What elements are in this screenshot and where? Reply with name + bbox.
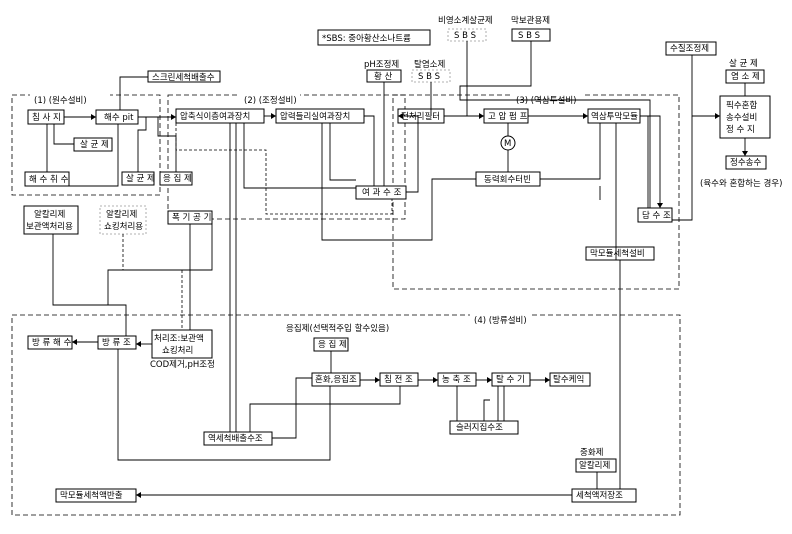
dewatered-cake-box	[549, 372, 591, 387]
mixing-label-1: 픽수혼합	[726, 100, 757, 111]
mixing-label-3: 정 수 지	[726, 124, 755, 135]
backwash-tank-box	[203, 431, 273, 446]
wash-storage-label: 세척액저장조	[576, 490, 623, 501]
discharge-sea-box	[27, 335, 73, 350]
hp-pump-label: 고 압 펌 프	[488, 111, 528, 122]
section-conditioning-boundary	[167, 94, 406, 220]
sterilizer2-label: 살 균 제	[126, 174, 155, 184]
discharge-tank-box	[97, 335, 137, 350]
mix-coag-label: 혼화,응집조	[315, 374, 357, 385]
seawater-pit-label: 해수 pit	[104, 113, 134, 123]
purified-label: 정수송수	[730, 157, 761, 168]
water-quality-label: 수질조정제	[670, 43, 709, 54]
mic-sbs: S B S	[454, 31, 476, 41]
sterilizer1-label: 살 균 제	[80, 140, 109, 150]
mix-note: (육수와 혼합하는 경우)	[700, 178, 782, 189]
wash-storage-box	[571, 488, 637, 503]
section-discharge-label: (4) (방류설비)	[474, 315, 527, 326]
sterilizer1-box	[73, 137, 113, 152]
dechlor-label: 탈염소제	[414, 59, 445, 70]
mix-coag-box	[311, 372, 361, 387]
disinfectant-label: 살 균 제	[729, 59, 758, 69]
coagulant1-label: 응 집 제	[163, 173, 192, 184]
ph-label: pH조정제	[364, 59, 399, 70]
alkali-treat-label-2: 쇼킹처리용	[104, 221, 143, 232]
treatment-tank-label-1: 처리조:보관액	[154, 333, 204, 344]
treatment-tank-box	[151, 329, 213, 359]
dechlor-sbs: S B S	[418, 72, 440, 82]
alkali-storage-box	[23, 205, 79, 235]
arrowheads	[72, 113, 748, 498]
backwash-tank-label: 역세척배출수조	[208, 433, 263, 444]
settling-label: 침 전 조	[384, 374, 413, 385]
ph-chem: 황 산	[374, 71, 393, 82]
treatment-tank-label-2: 쇼킹처리	[162, 345, 193, 356]
scale-sbs: S B S	[518, 31, 540, 41]
coagulant2-label: 응 집 제	[318, 339, 347, 350]
neutralizer: 알칼리제	[579, 460, 610, 471]
alkali-treat-label-1: 알칼리제	[106, 209, 137, 220]
cod-note: COD제거,pH조정	[150, 359, 215, 370]
energy-turbine-label: 동력회수터빈	[484, 174, 531, 185]
filter-tank-label: 여 과 수 조	[362, 187, 402, 198]
purified-box	[725, 155, 767, 170]
alkali-storage-label-2: 보관액처리용	[26, 221, 73, 232]
ro-module-label: 역삼투막모듈	[591, 111, 638, 122]
membrane-wash-out-box	[55, 488, 137, 503]
screen-discharge-box	[147, 70, 221, 83]
section-intake-label: (1) (원수설비)	[34, 95, 87, 106]
section-label-bg	[470, 314, 532, 326]
fresh-tank-box	[637, 207, 673, 223]
fresh-tank-label: 담 수 조	[642, 210, 671, 221]
pretreat-filter-label: 전처리필터	[401, 111, 440, 122]
pressure-precise-label: 압력들리실여과장치	[280, 111, 350, 122]
settling-box	[379, 372, 419, 387]
pressure-multimedia-label: 압축식이층여과장치	[180, 111, 250, 122]
neutralizer-label: 중화제	[580, 448, 603, 458]
screen-discharge-label: 스크린세척배출수	[152, 72, 215, 83]
mixing-label-2: 송수설비	[726, 112, 757, 123]
mic-label: 비영소계살균제	[438, 15, 493, 26]
seawater-intake-label: 해 수 취 수	[29, 175, 69, 185]
legend-box	[317, 29, 431, 46]
motor-label: M	[504, 139, 511, 149]
flow-lines	[46, 41, 746, 496]
coagulant-note: 응집제(선택적주입 할수있음)	[286, 323, 389, 334]
section-label-bg	[30, 94, 110, 106]
membrane-wash-out-label: 막모듈세척액반출	[60, 490, 123, 501]
legend-text: *SBS: 중아황산소나트륨	[322, 33, 411, 44]
mixing-box	[719, 95, 771, 139]
dewatered-cake-label: 탈수케익	[553, 374, 584, 385]
discharge-tank-label: 방 류 조	[102, 337, 131, 348]
blower-label: 폭 기 공 기	[172, 213, 211, 223]
sludge-tank-label: 슬러지집수조	[456, 422, 503, 433]
disinfectant: 염 소 제	[731, 71, 760, 82]
neutralizer-box	[575, 458, 617, 473]
discharge-sea-label: 방 류 해 수	[32, 337, 72, 348]
membrane-clean-label: 막모듈세척설비	[590, 248, 645, 259]
dewatering-label: 탈 수 기	[496, 375, 525, 385]
water-quality-box	[665, 41, 717, 56]
section-label-bg	[240, 94, 300, 106]
alkali-storage-label-1: 알칼리제	[34, 209, 65, 220]
section-discharge-boundary	[11, 314, 681, 516]
dewatering-box	[491, 372, 531, 387]
scale-label: 막보관용제	[511, 15, 550, 26]
filter-tank-box	[355, 185, 407, 200]
sedimentation-label: 침 사 지	[32, 113, 61, 123]
thickener-label: 농 축 조	[442, 375, 471, 385]
section-ro-label: (3) (역삼투설비)	[516, 95, 576, 106]
section-conditioning-label: (2) (조정설비)	[244, 95, 297, 106]
